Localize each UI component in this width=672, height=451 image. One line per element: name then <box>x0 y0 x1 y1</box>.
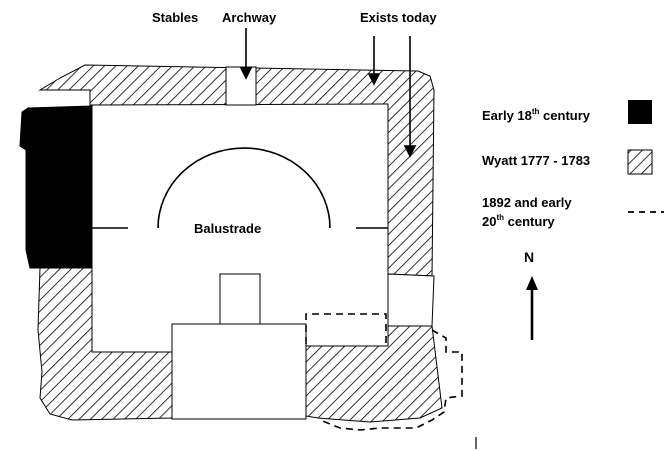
north-range-wall <box>38 64 435 277</box>
south-central-block <box>171 323 307 420</box>
stables-label: Stables <box>152 10 198 25</box>
exists-arrow-2-head <box>403 145 417 158</box>
archway-arrow-head <box>239 67 253 80</box>
balustrade-label: Balustrade <box>194 221 261 236</box>
west-range-wall <box>37 267 173 421</box>
south-range-wall <box>305 325 443 423</box>
legend-early-18th-label: Early 18th century <box>482 107 591 123</box>
hatched-walls <box>37 64 443 423</box>
legend-1892-line2: 20th century <box>482 213 555 229</box>
dashed-block-south <box>305 313 387 344</box>
legend: Early 18th century Wyatt 1777 - 1783 189… <box>482 100 664 229</box>
balustrade-arc <box>157 147 331 229</box>
courtyard-porch <box>219 273 261 325</box>
north-arrow-head <box>526 276 538 290</box>
north-label: N <box>524 249 534 265</box>
legend-hatched-swatch <box>627 149 653 175</box>
archway-opening <box>225 66 257 106</box>
legend-wyatt-label: Wyatt 1777 - 1783 <box>482 153 590 168</box>
legend-1892-line1: 1892 and early <box>482 195 572 210</box>
dashed-additions <box>305 313 463 431</box>
legend-solid-swatch <box>628 100 652 124</box>
exists-arrow-1-head <box>367 73 381 86</box>
east-connection <box>387 273 435 327</box>
dashed-east-extension <box>319 329 463 431</box>
early-18th-century-block <box>19 105 93 269</box>
label-arrows <box>239 28 417 158</box>
archway-label: Archway <box>222 10 277 25</box>
exists-today-label: Exists today <box>360 10 437 25</box>
